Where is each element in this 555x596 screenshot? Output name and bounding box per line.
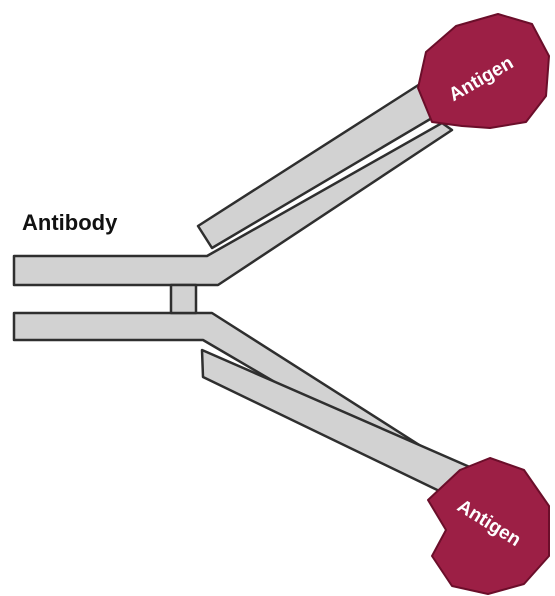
antibody-label: Antibody [22,210,118,235]
hinge-bridge [171,285,196,313]
